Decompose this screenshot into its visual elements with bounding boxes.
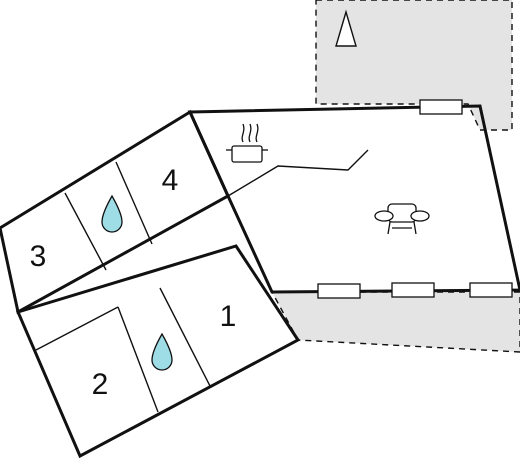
- water-drop-icon: [101, 194, 123, 233]
- room-number-1: 1: [220, 300, 237, 333]
- window: [419, 99, 463, 115]
- window: [317, 283, 361, 299]
- wall-divider: [117, 306, 159, 413]
- terrace-bottom: [270, 291, 520, 353]
- window: [469, 282, 513, 298]
- water-drop-icon: [151, 332, 173, 371]
- room-number-3: 3: [30, 240, 47, 273]
- wall-divider: [159, 287, 211, 387]
- window: [391, 282, 435, 298]
- cooking-pot-icon: [226, 123, 268, 163]
- room-number-2: 2: [92, 368, 109, 401]
- room-number-4: 4: [162, 164, 179, 197]
- armchair-icon: [374, 203, 430, 235]
- wall-divider: [64, 192, 107, 271]
- kitchen-counter: [227, 149, 369, 197]
- living-area: [187, 104, 520, 294]
- lower-wing: [15, 244, 301, 459]
- north-arrow-icon: [335, 9, 357, 47]
- terrace-top: [315, 0, 513, 131]
- wall-divider: [35, 306, 119, 351]
- wall-divider: [115, 161, 153, 245]
